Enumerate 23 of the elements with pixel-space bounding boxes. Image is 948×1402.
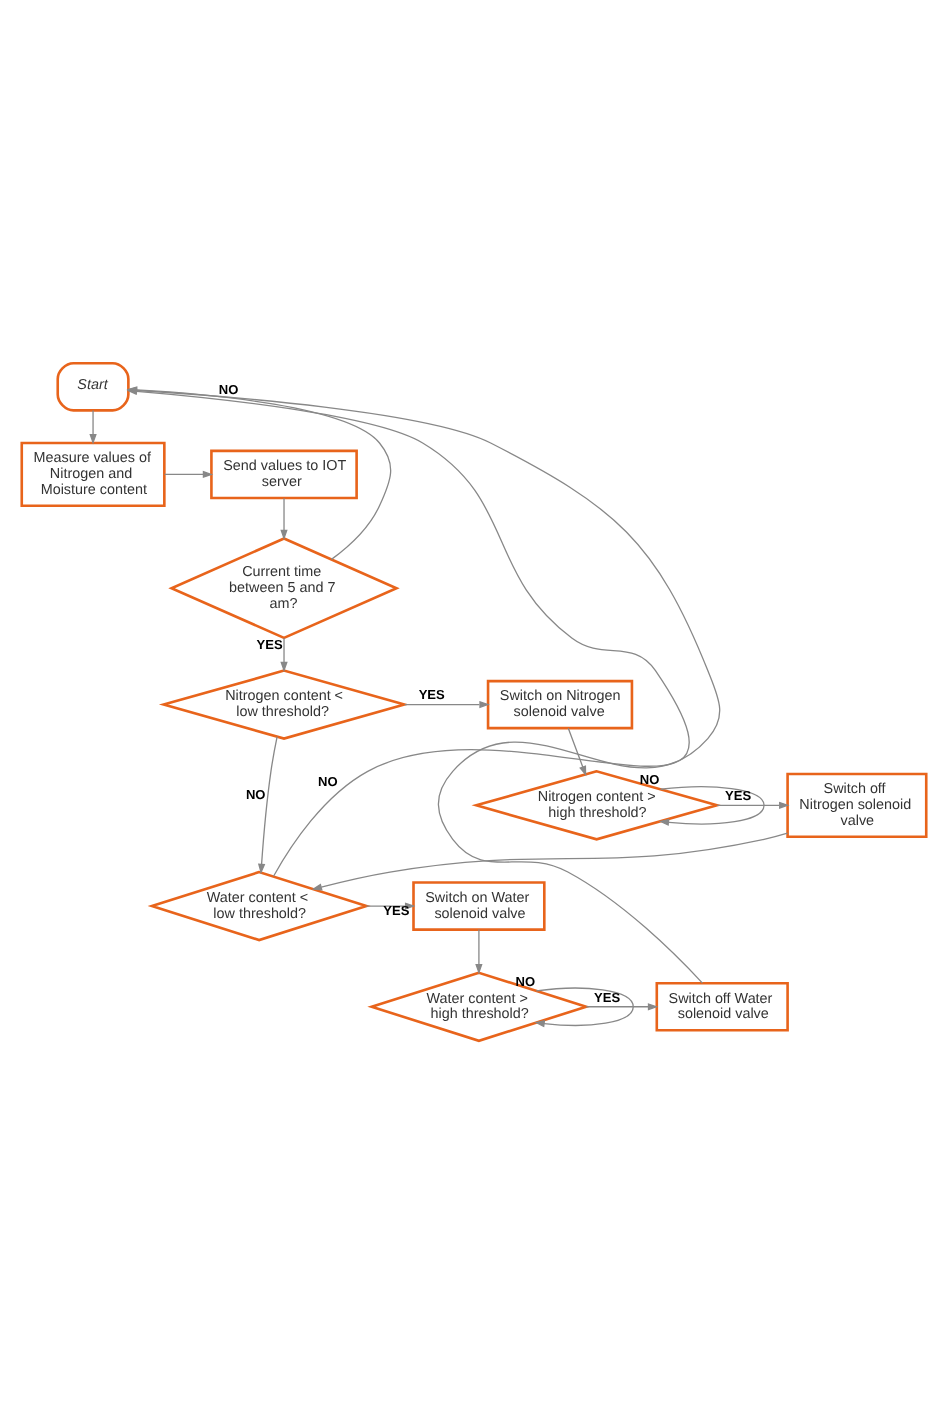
arrow <box>534 986 634 1027</box>
node-diamond: Nitrogen content < low threshold? <box>158 668 410 739</box>
node-diamond: Water content < low threshold? <box>147 869 371 941</box>
node-box: Start <box>56 360 130 411</box>
arrow <box>311 831 789 890</box>
node-diamond: Current time between 5 and 7 am? <box>168 536 400 639</box>
arrow <box>257 735 278 874</box>
arrow <box>658 785 765 825</box>
node-box: Switch on Water solenoid valve <box>412 880 546 930</box>
arrow <box>164 469 214 478</box>
arrow <box>475 927 483 974</box>
node-box: Switch off Nitrogen solenoid valve <box>786 771 928 838</box>
arrow <box>567 726 587 776</box>
arrow <box>89 408 97 444</box>
arrow <box>716 800 790 808</box>
node-box: Measure values of Nitrogen and Moisture content <box>20 440 166 507</box>
node-box: Switch on Nitrogen solenoid valve <box>486 678 634 729</box>
node-box: Send values to IOT server <box>210 448 358 499</box>
node-box: Switch off Water solenoid valve <box>655 980 789 1031</box>
arrow <box>404 699 490 708</box>
arrow <box>585 1002 659 1010</box>
arrow <box>280 496 288 540</box>
arrow <box>280 636 288 672</box>
